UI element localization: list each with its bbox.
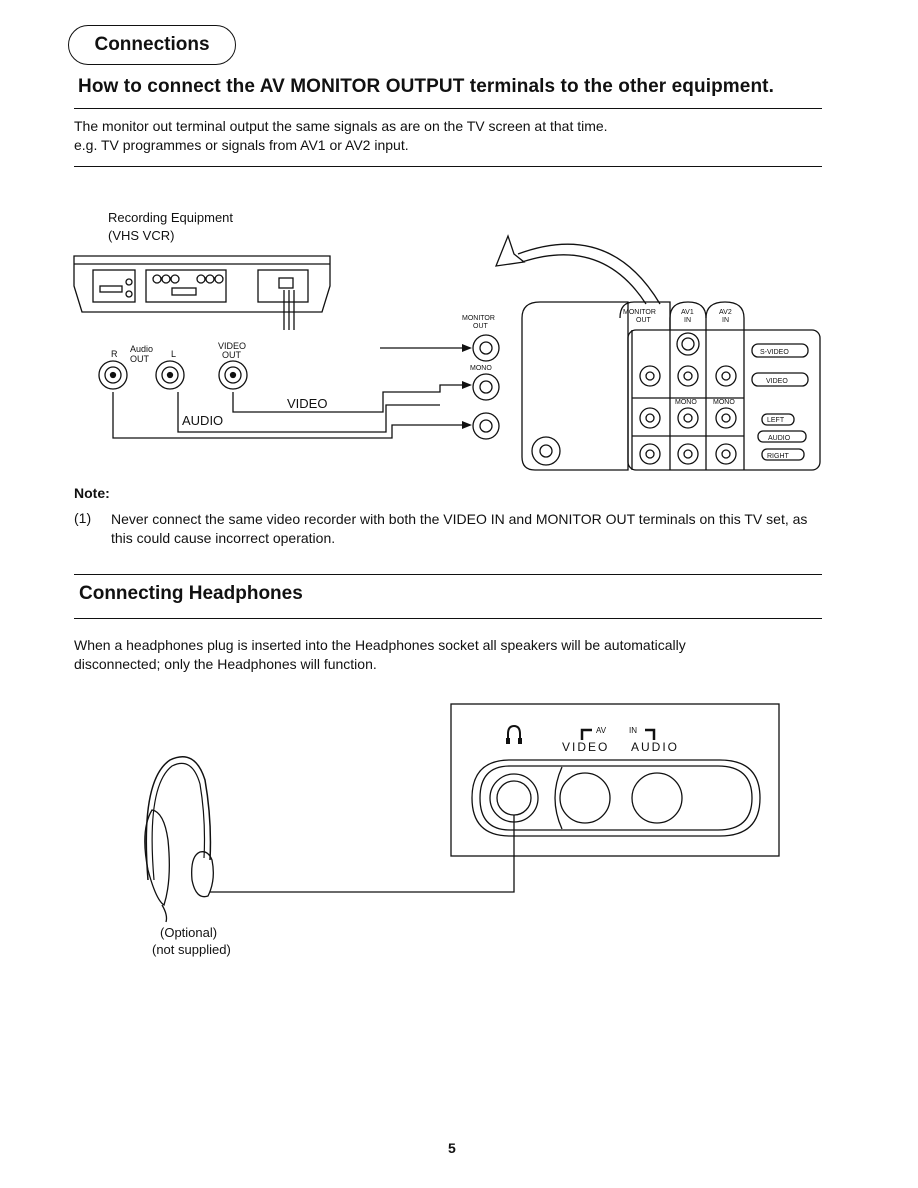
av-bracket-icon	[580, 728, 592, 740]
right-label: RIGHT	[767, 453, 790, 460]
tab-av1-1: AV1	[681, 309, 694, 316]
mono-label-av1: MONO	[675, 399, 697, 406]
tab-monitor-2: OUT	[636, 317, 652, 324]
audio-out-label: OUT	[130, 354, 150, 364]
tab-av1-2: IN	[684, 317, 691, 324]
vcr-panel-left	[92, 269, 136, 303]
tab-av2-1: AV2	[719, 309, 732, 316]
socket-panel	[450, 703, 780, 857]
video-out-jack	[218, 360, 248, 390]
headphone-socket-tv	[531, 436, 561, 466]
tab-monitor-1: MONITOR	[623, 309, 656, 316]
vcr-panel-mid	[145, 269, 227, 303]
note-text: Never connect the same video recorder wi…	[111, 511, 808, 546]
video-line-label: VIDEO	[287, 396, 327, 411]
caption-optional: (Optional)	[160, 925, 218, 940]
note-title: Note:	[74, 485, 110, 501]
av-video-socket	[559, 772, 611, 824]
panel-audio-label: AUDIO	[631, 740, 679, 754]
audio-cable-r	[112, 392, 470, 439]
headphones-line-2: disconnected; only the Headphones will f…	[74, 656, 377, 672]
section-pill: Connections	[68, 25, 236, 65]
headphone-cable	[210, 815, 515, 893]
audio-label-panel: AUDIO	[768, 435, 791, 442]
vcr-panel-right	[257, 269, 309, 303]
tab-av2-2: IN	[722, 317, 729, 324]
panel-video-label: VIDEO	[562, 740, 609, 754]
headphones-top-rule	[74, 574, 822, 575]
audio-line-label: AUDIO	[182, 413, 223, 428]
headphone-symbol-icon	[507, 724, 521, 742]
audio-l-jack	[155, 360, 185, 390]
video-label: VIDEO	[766, 378, 788, 385]
vcr-body	[73, 255, 331, 313]
headphones-diagram: AV IN VIDEO AUDIO	[144, 703, 780, 923]
caption-not-supplied: (not supplied)	[152, 942, 231, 957]
mono-label-av2: MONO	[713, 399, 735, 406]
in-bracket-icon	[645, 728, 656, 740]
intro-rule	[74, 166, 822, 167]
tv-panel	[521, 301, 629, 471]
note-number: (1)	[74, 510, 92, 526]
page-number: 5	[448, 1140, 456, 1156]
av-label: AV	[596, 726, 607, 735]
monitor-out-label-2: OUT	[473, 323, 489, 330]
heading-rule	[74, 108, 822, 109]
video-out-label-2: OUT	[222, 350, 242, 360]
in-label: IN	[629, 726, 637, 735]
av-audio-socket	[631, 772, 683, 824]
video-cable	[232, 384, 470, 413]
headphones-line-1: When a headphones plug is inserted into …	[74, 637, 686, 653]
audio-label: Audio	[130, 344, 153, 354]
monitor-out-diagram: Recording Equipment (VHS VCR) Audio R L …	[73, 210, 821, 471]
headphones-icon	[144, 756, 214, 923]
mono-label: MONO	[470, 365, 492, 372]
monitor-out-label-1: MONITOR	[462, 315, 495, 322]
l-label: L	[171, 349, 176, 359]
intro-line-2: e.g. TV programmes or signals from AV1 o…	[74, 137, 409, 153]
left-label: LEFT	[767, 417, 785, 424]
headphones-bottom-rule	[74, 618, 822, 619]
video-out-label-1: VIDEO	[218, 341, 246, 351]
vcr-label: (VHS VCR)	[108, 228, 174, 243]
svideo-label: S-VIDEO	[760, 349, 789, 356]
recording-label: Recording Equipment	[108, 210, 233, 225]
r-label: R	[111, 349, 118, 359]
intro-line-1: The monitor out terminal output the same…	[74, 118, 608, 134]
headphones-heading: Connecting Headphones	[79, 583, 303, 604]
page-heading: How to connect the AV MONITOR OUTPUT ter…	[78, 76, 774, 97]
audio-r-jack	[98, 360, 128, 390]
